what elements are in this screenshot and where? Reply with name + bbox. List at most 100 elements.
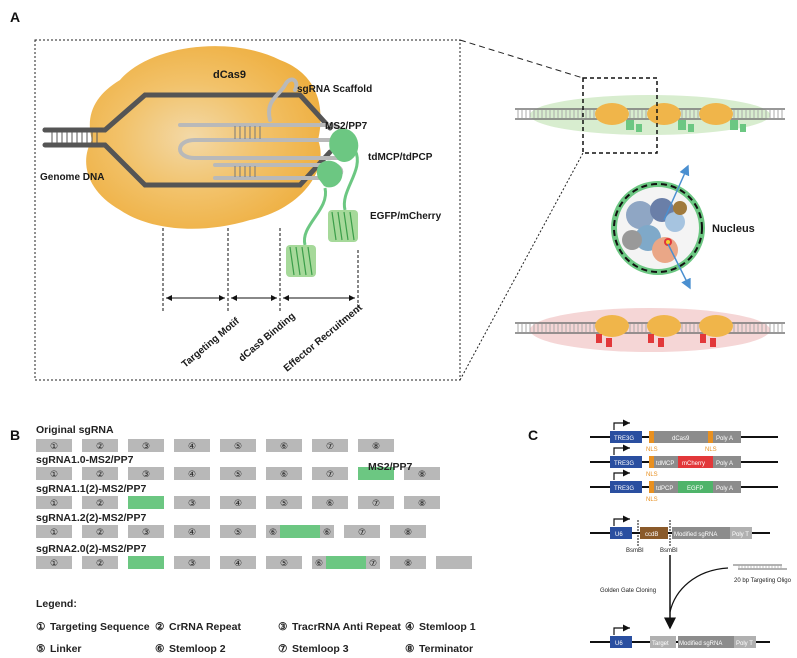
zoom-box (34, 39, 461, 381)
legend-number: ① (36, 621, 46, 633)
segment-number: ① (50, 470, 58, 480)
panel-a-label: A (10, 9, 20, 25)
sgrna-segment (266, 467, 302, 480)
nls-label-4: NLS (646, 497, 658, 503)
ms2-pp7-segment (280, 525, 320, 538)
u6-label-2: U6 (615, 641, 623, 647)
linker-tethers (303, 149, 359, 246)
legend-number: ⑦ (278, 643, 288, 655)
sgrna-segment (220, 439, 256, 452)
segment-number: ③ (142, 470, 150, 480)
sgrna-segment (174, 439, 210, 452)
sgrna-segment (358, 496, 394, 509)
legend-item: Targeting Sequence (50, 621, 150, 633)
legend-item: Linker (50, 643, 82, 655)
sgrna-segment (220, 556, 256, 569)
legend-number: ③ (278, 621, 288, 633)
dcas9-protein (86, 46, 321, 229)
segment-number: ① (50, 442, 58, 452)
egfp-mcherry-label: EGFP/mCherry (370, 211, 442, 222)
sgrna-segment (174, 556, 210, 569)
polya-label-2: Poly A (716, 461, 733, 467)
sgrna-segment (174, 496, 210, 509)
sgrna-segment (366, 556, 380, 569)
nucleus (611, 181, 705, 275)
sgrna-segment (390, 556, 426, 569)
segment-number: ⑤ (234, 442, 242, 452)
sgrna-segment (266, 525, 280, 538)
sgrna-row-title: sgRNA1.2(2)-MS2/PP7 (36, 512, 146, 524)
effector-recruitment-label: Effector Recruitment (282, 302, 365, 374)
sgrna-segment (82, 556, 118, 569)
tdmcp-tdpcp-label: tdMCP/tdPCP (368, 152, 433, 163)
sgrna-segment (312, 496, 348, 509)
segment-number: ⑦ (372, 499, 380, 509)
sgrna-segment (344, 525, 380, 538)
nls-label-2: NLS (705, 447, 717, 453)
oligo-join-curve (669, 567, 729, 613)
legend-title: Legend: (36, 598, 77, 610)
sgrna-segment (404, 496, 440, 509)
sgrna-segment (220, 496, 256, 509)
zoom-line-top (459, 39, 584, 79)
dcas9-block: dCas9 (672, 436, 690, 442)
ccdb-block: ccdB (645, 532, 658, 538)
polyt-2: Poly T (736, 641, 753, 647)
legend-item: CrRNA Repeat (169, 621, 241, 633)
region-dividers (162, 228, 359, 312)
segment-number: ⑦ (326, 442, 334, 452)
sgrna-segment (266, 496, 302, 509)
sgrna-row-title: sgRNA2.0(2)-MS2/PP7 (36, 543, 146, 555)
sgrna-segment (128, 525, 164, 538)
egfp-barrel-2 (286, 245, 316, 277)
tdmcp-tdpcp-proteins (316, 128, 359, 188)
modified-sgrna-2: Modified sgRNA (679, 641, 722, 647)
segment-number: ⑧ (372, 442, 380, 452)
segment-number: ④ (188, 528, 196, 538)
segment-number: ② (96, 559, 104, 569)
legend-number: ⑤ (36, 643, 46, 655)
sgrna-row-title: sgRNA1.0-MS2/PP7 (36, 454, 134, 466)
sgrna-segment (174, 525, 210, 538)
segment-number: ⑥ (280, 442, 288, 452)
sgrna-segment (320, 525, 334, 538)
sgrna-segment (404, 467, 440, 480)
ms2-pp7-label: MS2/PP7 (325, 121, 368, 132)
segment-number: ③ (188, 559, 196, 569)
segment-number: ⑧ (404, 528, 412, 538)
legend-item: Stemloop 3 (292, 643, 349, 655)
genome-dna-strands (42, 92, 333, 188)
legend-number: ④ (405, 621, 415, 633)
dna-rungs-left (51, 131, 98, 144)
sgrna-segment (82, 467, 118, 480)
sgrna-segment (128, 439, 164, 452)
target-block: Target (652, 641, 669, 647)
nls-label-3: NLS (646, 472, 658, 478)
segment-number: ④ (234, 559, 242, 569)
ms2-pp7-segment (128, 496, 164, 509)
sgrna-segment (36, 556, 72, 569)
mcherry-block: mCherry (682, 461, 705, 467)
bsmbi-label-2: BsmBI (660, 548, 678, 554)
oligo-label: 20 bp Targeting Oligo (734, 578, 792, 584)
segment-number: ② (96, 499, 104, 509)
segment-number: ② (96, 470, 104, 480)
sgrna-segment (266, 439, 302, 452)
sgrna-segment (128, 467, 164, 480)
segment-number: ⑤ (280, 559, 288, 569)
segment-number: ⑤ (234, 470, 242, 480)
legend-item: Stemloop 2 (169, 643, 226, 655)
legend-number: ⑥ (155, 643, 165, 655)
polya-label-3: Poly A (716, 486, 733, 492)
sgrna-segment (82, 439, 118, 452)
sgrna-row-title: sgRNA1.1(2)-MS2/PP7 (36, 483, 146, 495)
tre3g-label-1: TRE3G (614, 436, 634, 442)
sgrna-segment (82, 496, 118, 509)
sgrna-segment (312, 467, 348, 480)
legend-number: ⑧ (405, 643, 415, 655)
polya-label-1: Poly A (716, 436, 733, 442)
dcas9-complexes-green (595, 103, 746, 132)
legend-item: Terminator (419, 643, 473, 655)
